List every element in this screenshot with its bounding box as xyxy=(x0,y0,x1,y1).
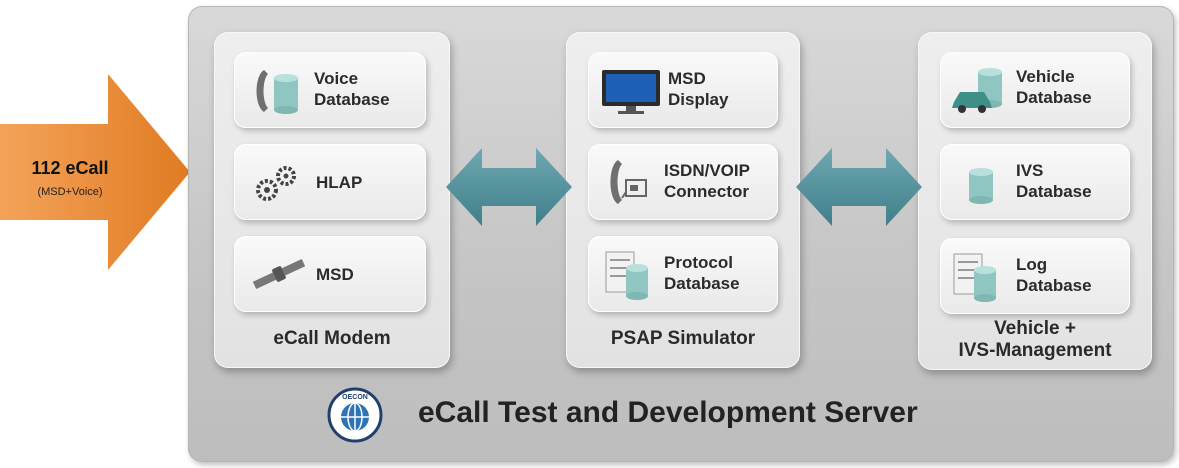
isdn-voip-label: ISDN/VOIP Connector xyxy=(664,161,750,201)
input-subtitle: (MSD+Voice) xyxy=(37,186,103,198)
vehicle-database-label: Vehicle Database xyxy=(1016,67,1092,107)
isdn-voip-card: ISDN/VOIP Connector xyxy=(588,144,778,220)
ecall-modem-title: eCall Modem xyxy=(273,328,391,349)
protocol-database-card: Protocol Database xyxy=(588,236,778,312)
ecall-modem-panel: Voice Database HLAP MSD eCall Modem xyxy=(214,32,450,368)
input-arrow xyxy=(0,74,190,270)
vehicle-database-card: Vehicle Database xyxy=(940,52,1130,128)
gears-icon xyxy=(256,166,296,201)
phone-database-icon xyxy=(256,70,298,114)
hlap-card: HLAP xyxy=(234,144,426,220)
document-database-icon xyxy=(953,253,996,302)
satellite-icon xyxy=(252,258,306,290)
msd-card: MSD xyxy=(234,236,426,312)
psap-simulator-panel: MSD Display ISDN/VOIP Connector Protocol… xyxy=(566,32,800,368)
document-database-icon xyxy=(605,251,648,300)
voice-database-label: Voice Database xyxy=(314,69,390,109)
oecon-logo-icon: OECON xyxy=(327,387,383,443)
voice-database-card: Voice Database xyxy=(234,52,426,128)
log-database-card: Log Database xyxy=(940,238,1130,314)
psap-simulator-title: PSAP Simulator xyxy=(610,328,756,349)
vehicle-ivs-title: Vehicle + IVS-Management xyxy=(958,318,1112,361)
car-database-icon xyxy=(952,68,1002,113)
hlap-label: HLAP xyxy=(316,173,363,192)
svg-text:OECON: OECON xyxy=(342,394,368,401)
msd-label: MSD xyxy=(316,265,354,284)
log-database-label: Log Database xyxy=(1016,255,1092,295)
msd-display-label: MSD Display xyxy=(668,69,729,109)
psap-vehicle-arrow xyxy=(796,148,922,226)
protocol-database-label: Protocol Database xyxy=(664,253,740,293)
modem-psap-arrow xyxy=(446,148,572,226)
input-title: 112 eCall xyxy=(31,158,109,178)
server-title: eCall Test and Development Server xyxy=(418,396,918,429)
ivs-database-card: IVS Database xyxy=(940,144,1130,220)
msd-display-card: MSD Display xyxy=(588,52,778,128)
monitor-icon xyxy=(602,70,660,114)
ivs-database-label: IVS Database xyxy=(1016,161,1092,201)
database-icon xyxy=(969,168,993,204)
phone-connector-icon xyxy=(610,160,647,204)
vehicle-ivs-panel: Vehicle Database IVS Database Log Databa… xyxy=(918,32,1152,370)
